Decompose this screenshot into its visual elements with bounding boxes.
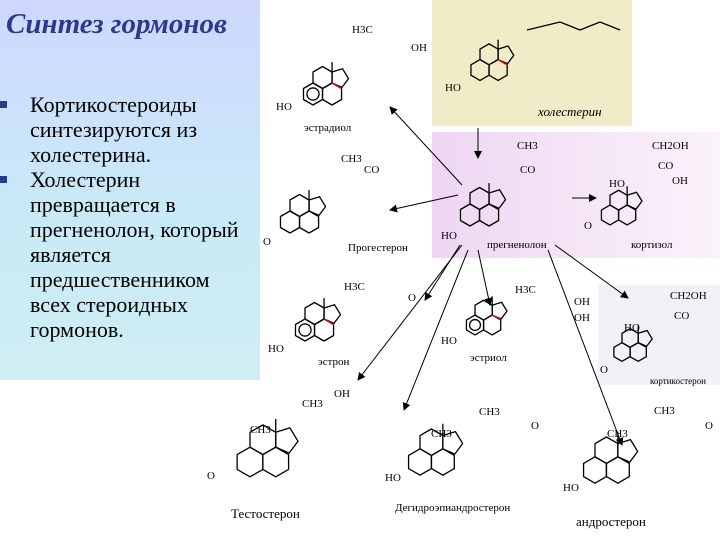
corticosterone-panel xyxy=(598,285,720,385)
arrow-pregnenolone-to-testosterone xyxy=(357,244,463,381)
progesterone-co-label: CO xyxy=(364,164,380,176)
testosterone-ch3-label: CH3 xyxy=(302,398,323,410)
testosterone-oh-label: OH xyxy=(334,388,350,400)
progesterone-ring-d xyxy=(308,196,327,217)
cholesterol-ring-c xyxy=(479,43,499,66)
cholesterol-side-chain xyxy=(559,21,581,31)
arrow-pregnenolone-to-corticosterone xyxy=(554,244,629,299)
progesterone-o-label: O xyxy=(263,236,271,248)
slide-title: Синтез гормонов xyxy=(6,8,227,40)
estradiol-ring-c xyxy=(312,65,333,90)
estradiol-name-label: эстрадиол xyxy=(304,122,352,134)
androsterone-ho-label: HO xyxy=(563,482,579,494)
androsterone-ch3b-label: CH3 xyxy=(607,428,628,440)
cortisol-ring-c xyxy=(609,189,628,211)
estradiol-oh-label: OH xyxy=(411,42,427,54)
estriol-ho-label: HO xyxy=(441,335,457,347)
dhea-name-label: Дегидроэпиандростерон xyxy=(395,502,511,514)
estradiol-ch3-label: H3C xyxy=(352,24,373,36)
androsterone-ch3-label: CH3 xyxy=(654,405,675,417)
arrow-pregnenolone-to-estriol xyxy=(477,249,493,306)
estriol-ch3-label: H3C xyxy=(515,284,536,296)
cholesterol-name-label: холестерин xyxy=(538,104,602,119)
testosterone-ring-d xyxy=(275,427,299,454)
cortisol-o-label: O xyxy=(584,220,592,232)
testosterone-name-label: Тестостерон xyxy=(231,506,300,521)
estrone-ho-label: HO xyxy=(268,343,284,355)
estrone-o-label: O xyxy=(408,292,416,304)
cholesterol-side-chain xyxy=(599,21,621,31)
bullet-marker-icon xyxy=(0,101,7,108)
cholesterol-side-chain xyxy=(526,21,561,31)
cholesterol-ring-d xyxy=(497,45,515,65)
cortisol-name-label: кортизол xyxy=(631,239,673,251)
dhea-ring-d xyxy=(442,430,464,455)
cortisol-ho-label: HO xyxy=(609,178,625,190)
bullet-item: Кортикостероиды синтезируются из холесте… xyxy=(0,92,255,167)
pregnenolone-ring-c xyxy=(469,186,490,211)
testosterone-ch3b-label: CH3 xyxy=(250,424,271,436)
pregnenolone-ring-d xyxy=(488,189,507,210)
pregnenolone-name-label: прегненолон xyxy=(487,239,547,251)
estradiol-ho-label: HO xyxy=(276,101,292,113)
estriol-highlight-bond xyxy=(491,314,502,321)
corticosterone-ch2oh-label: CH2OH xyxy=(670,290,707,302)
arrow-pregnenolone-to-estrone xyxy=(424,244,461,301)
estrone-ring-c xyxy=(304,301,325,326)
dhea-ch3-label: CH3 xyxy=(479,406,500,418)
pregnenolone-ho-label: HO xyxy=(441,230,457,242)
estradiol-aromatic-ring xyxy=(306,87,320,101)
cholesterol-panel xyxy=(432,0,632,126)
corticosterone-name-label: кортикостерон xyxy=(650,376,706,386)
corticosterone-co-label: CO xyxy=(674,310,690,322)
corticosterone-ho-label: HO xyxy=(624,322,640,334)
pregnenolone-co-label: CO xyxy=(520,164,536,176)
bullet-item: Холестерин превращается в прегненолон, к… xyxy=(0,167,255,342)
estriol-ring-d xyxy=(491,301,508,320)
estriol-oh-label: OH xyxy=(574,296,590,308)
arrow-pregnenolone-to-progesterone xyxy=(389,194,459,213)
text-panel-background xyxy=(0,0,260,380)
arrow-pregnenolone-to-dhea xyxy=(402,249,469,411)
arrow-pregnenolone-to-estradiol xyxy=(389,106,463,186)
estrone-aromatic-ring xyxy=(298,323,312,337)
dhea-o-label: O xyxy=(531,420,539,432)
estriol-aromatic-ring xyxy=(468,318,482,332)
arrow-pregnenolone-to-androsterone xyxy=(547,249,624,446)
estriol-oh2-label: OH xyxy=(574,312,590,324)
estriol-name-label: эстриол xyxy=(470,352,507,364)
estrone-ch3-label: H3C xyxy=(344,281,365,293)
bullet-text: Холестерин превращается в прегненолон, к… xyxy=(30,167,239,342)
estradiol-highlight-bond xyxy=(331,82,342,90)
corticosterone-ring-d xyxy=(637,329,653,348)
bullet-marker-icon xyxy=(0,176,7,183)
cortisol-ring-d xyxy=(626,191,643,210)
pregnenolone-ch3-label: CH3 xyxy=(517,140,538,152)
progesterone-ring-c xyxy=(289,193,310,218)
testosterone-o-label: O xyxy=(207,470,215,482)
androsterone-ring-d xyxy=(617,438,639,463)
estrone-highlight-bond xyxy=(323,318,334,326)
dhea-ho-label: HO xyxy=(385,472,401,484)
cholesterol-side-chain xyxy=(579,21,601,31)
cortisol-oh-label: OH xyxy=(672,175,688,187)
bullet-text: Кортикостероиды синтезируются из холесте… xyxy=(30,92,198,167)
progesterone-name-label: Прогестерон xyxy=(348,242,408,254)
cholesterol-ho-label: HO xyxy=(445,82,461,94)
cortisol-co-label: CO xyxy=(658,160,674,172)
cholesterol-highlight-bond xyxy=(497,58,508,66)
estrone-ring-d xyxy=(323,304,342,325)
androsterone-o-label: O xyxy=(705,420,713,432)
cortisol-ch2oh-label: CH2OH xyxy=(652,140,689,152)
bullet-list: Кортикостероиды синтезируются из холесте… xyxy=(0,92,255,342)
estrone-name-label: эстрон xyxy=(318,356,350,368)
corticosterone-o-label: O xyxy=(600,364,608,376)
dhea-ch3b-label: CH3 xyxy=(431,428,452,440)
estradiol-ring-d xyxy=(331,68,350,89)
androsterone-name-label: андростерон xyxy=(576,514,646,529)
progesterone-ch3-label: CH3 xyxy=(341,153,362,165)
